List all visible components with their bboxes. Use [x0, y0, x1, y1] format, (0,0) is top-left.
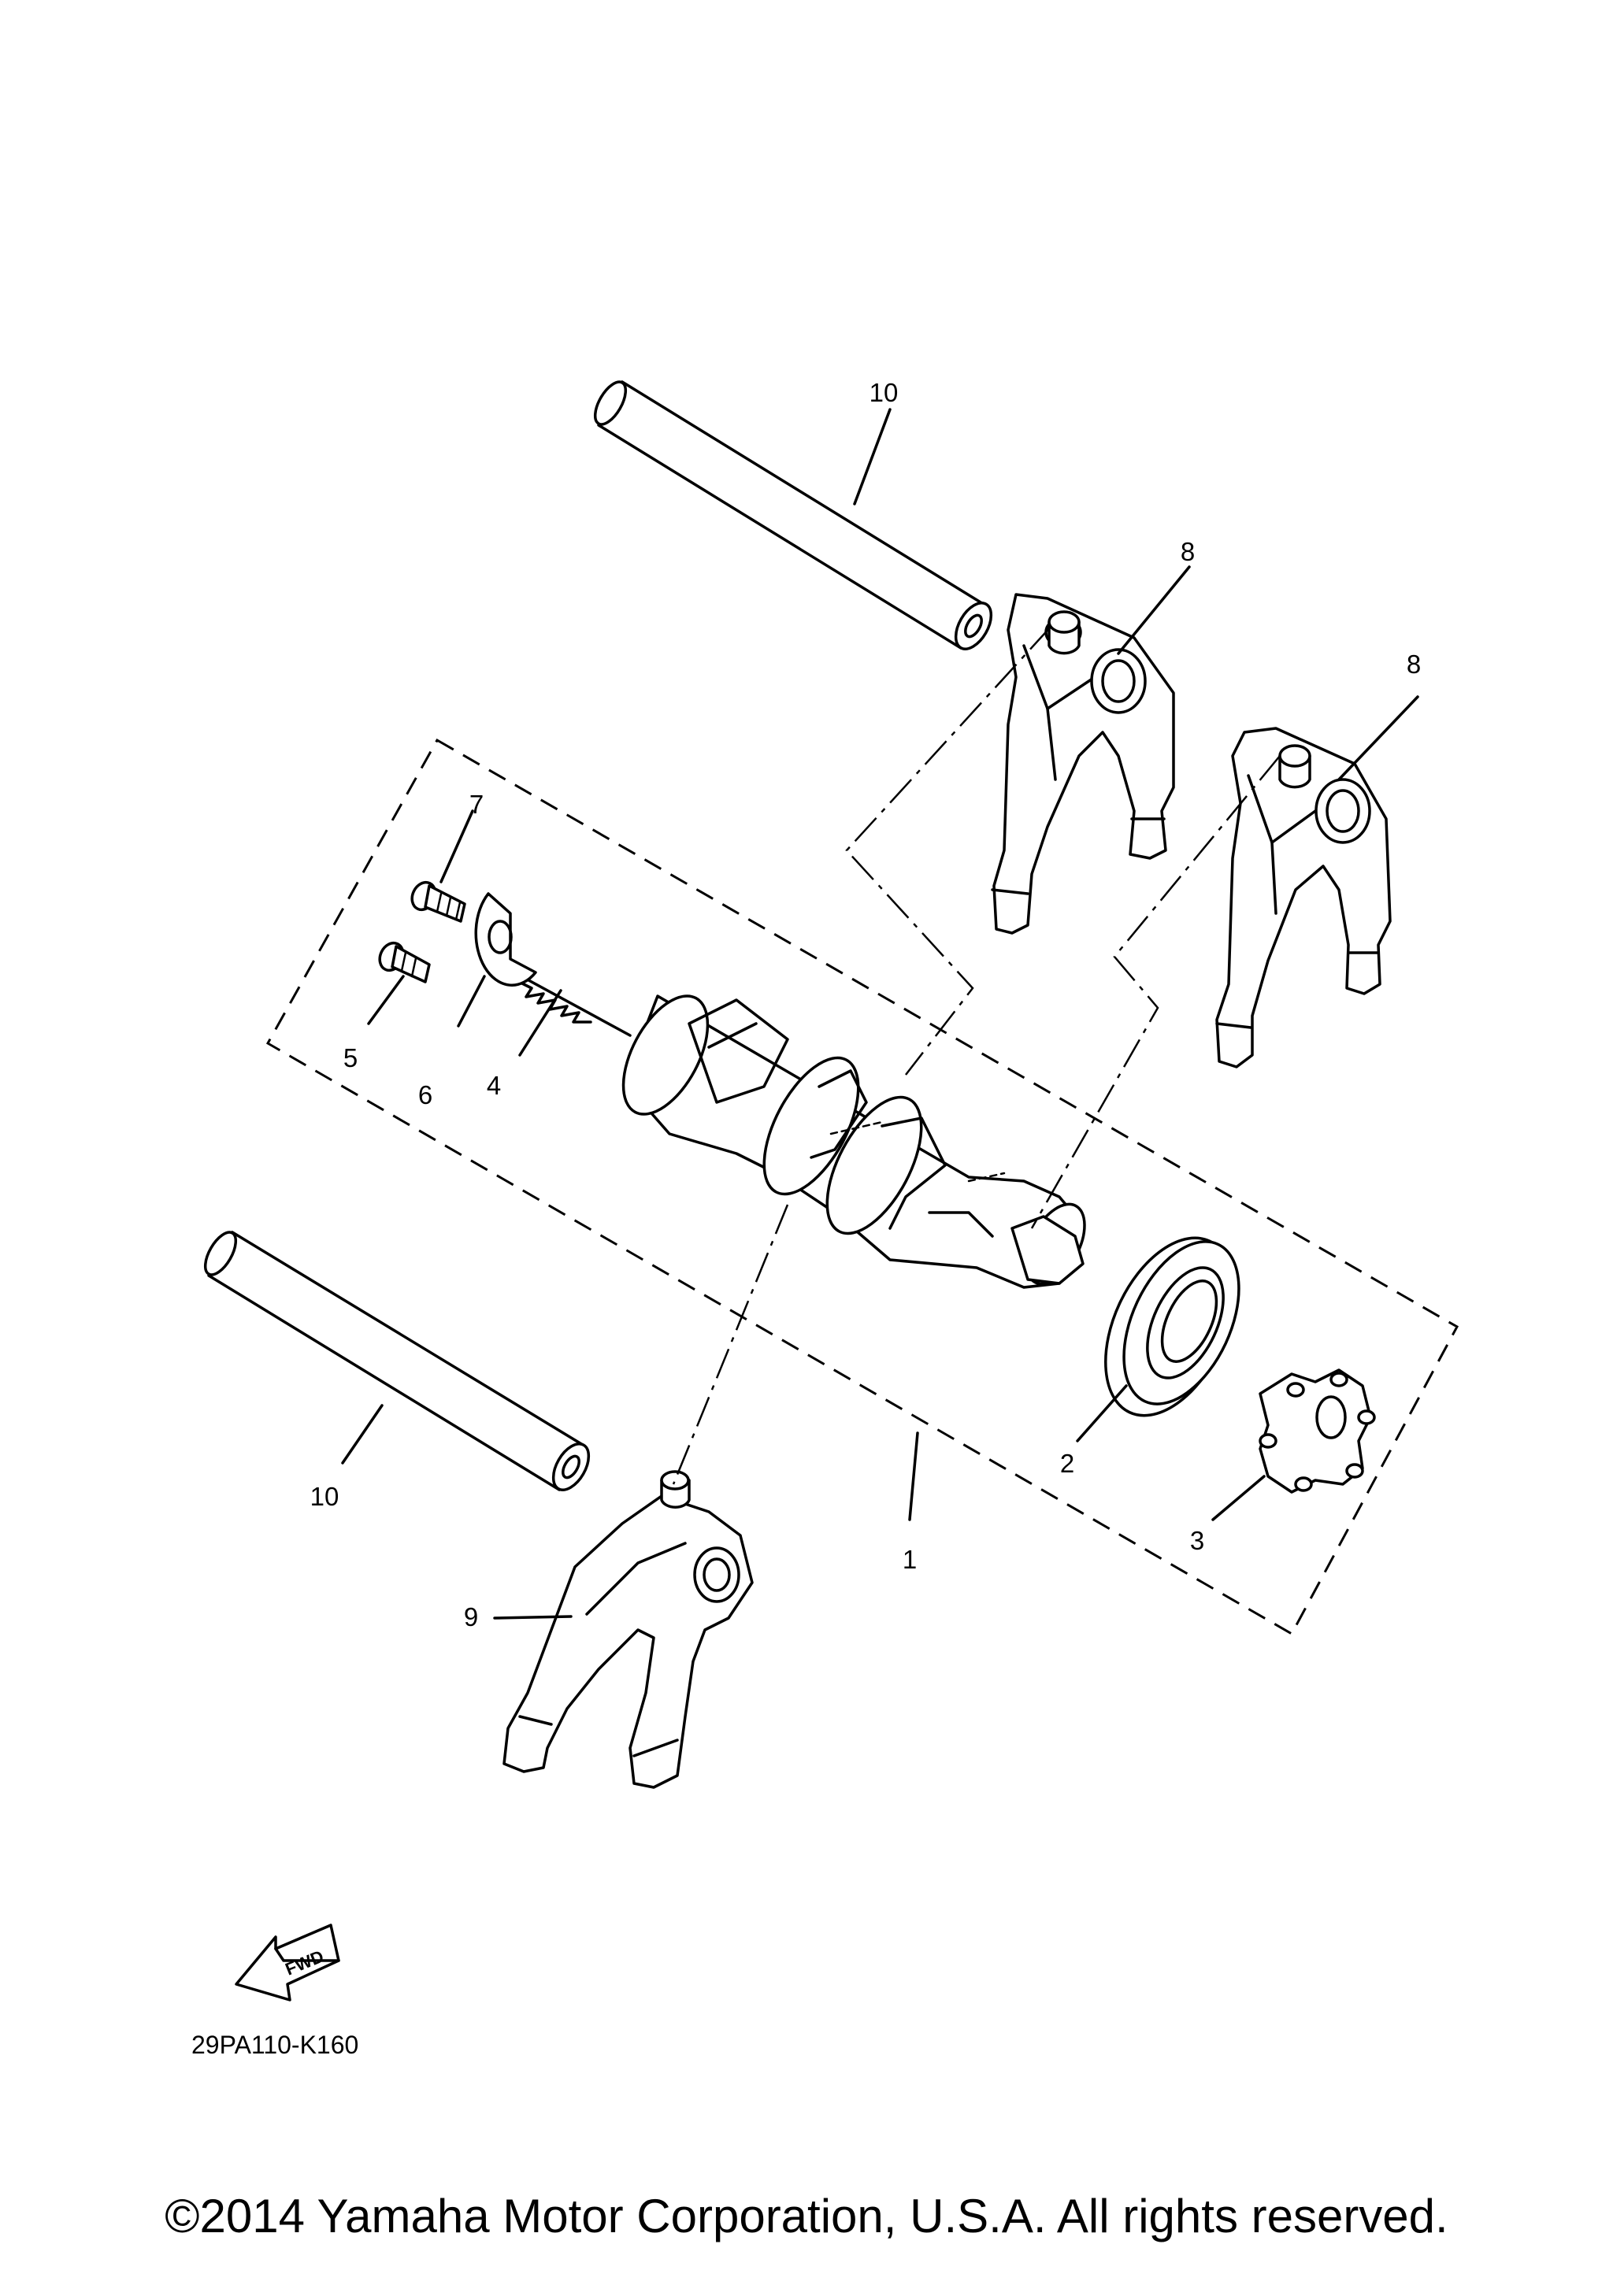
callout-8-right: 8 — [1407, 650, 1421, 679]
shift-segment — [1259, 1368, 1376, 1494]
leader-lines — [341, 408, 1419, 1620]
callout-5: 5 — [343, 1043, 358, 1072]
stopper-lever — [474, 892, 537, 987]
callout-10-lower: 10 — [310, 1482, 339, 1511]
callout-7: 7 — [469, 790, 484, 819]
bearing — [1104, 1236, 1240, 1417]
callout-4: 4 — [487, 1071, 501, 1100]
fork-guide-bar-lower — [203, 1231, 591, 1491]
callout-3: 3 — [1190, 1526, 1204, 1555]
callout-10-upper: 10 — [870, 378, 899, 407]
shift-drum — [621, 994, 1086, 1289]
shift-fork-lower — [502, 1470, 754, 1789]
fwd-arrow-icon: FWD — [235, 1924, 340, 2002]
reference-lines — [672, 625, 1281, 1485]
bolt-5 — [378, 941, 431, 983]
callout-8-upper: 8 — [1181, 537, 1195, 566]
assembly-boundary — [265, 738, 1459, 1636]
callout-2: 2 — [1060, 1449, 1074, 1478]
copyright-notice: ©2014 Yamaha Motor Corporation, U.S.A. A… — [165, 2190, 1448, 2242]
callout-9: 9 — [464, 1602, 478, 1631]
shift-fork-upper — [991, 593, 1175, 935]
diagram-code: 29PA110-K160 — [191, 2031, 358, 2059]
callout-6: 6 — [418, 1080, 432, 1109]
fork-guide-bar-upper — [593, 380, 993, 650]
shift-fork-right — [1215, 727, 1392, 1068]
callout-1: 1 — [903, 1545, 917, 1574]
bolt-7 — [410, 880, 466, 923]
